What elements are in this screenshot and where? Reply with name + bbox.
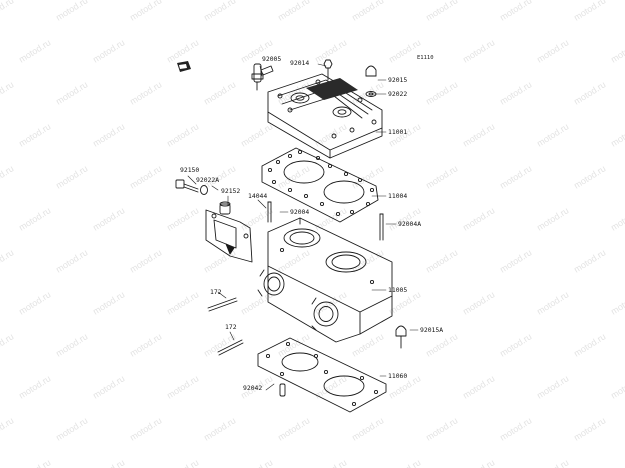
callout-92042[interactable]: 92042 — [243, 384, 263, 392]
cap-nut-92015A — [395, 325, 407, 349]
reference-code: E1110 — [417, 55, 434, 61]
callout-11005[interactable]: 11005 — [388, 286, 408, 294]
callout-92005[interactable]: 92005 — [262, 55, 282, 63]
washer-92022A — [200, 185, 208, 195]
pin-92042 — [279, 383, 286, 397]
stud-92004 — [267, 201, 272, 223]
callout-14044[interactable]: 14044 — [248, 192, 268, 200]
head-gasket-11004 — [261, 147, 379, 223]
callout-92152[interactable]: 92152 — [221, 187, 241, 195]
cylinder-block-11005 — [257, 217, 393, 343]
fitting-92005 — [251, 63, 274, 91]
callout-92015[interactable]: 92015 — [388, 76, 408, 84]
cylinder-head-11001 — [267, 73, 383, 159]
callout-92150[interactable]: 92150 — [180, 166, 200, 174]
stud-172-upper — [207, 297, 238, 312]
callout-92004[interactable]: 92004 — [290, 208, 310, 216]
callout-92015A[interactable]: 92015A — [420, 326, 444, 334]
callout-92014[interactable]: 92014 — [290, 59, 310, 67]
stud-172-lower — [217, 339, 244, 356]
stud-92014 — [323, 59, 333, 81]
base-gasket-11060 — [257, 337, 387, 413]
callout-11060[interactable]: 11060 — [388, 372, 408, 380]
callout-92022[interactable]: 92022 — [388, 90, 408, 98]
leader-lines — [187, 63, 419, 391]
callout-172-lower[interactable]: 172 — [225, 323, 237, 331]
callout-11001[interactable]: 11001 — [388, 128, 408, 136]
stud-92004A — [379, 213, 384, 241]
callout-172-upper[interactable]: 172 — [210, 288, 222, 296]
callout-92004A[interactable]: 92004A — [398, 220, 422, 228]
callout-92022A[interactable]: 92022A — [196, 176, 220, 184]
cap-nut-92015 — [365, 65, 377, 77]
washer-92022 — [365, 91, 377, 97]
collar-92152 — [219, 201, 231, 215]
bolt-92150 — [175, 179, 199, 193]
callout-11004[interactable]: 11004 — [388, 192, 408, 200]
front-direction-icon — [177, 61, 191, 72]
bracket-14044 — [205, 209, 253, 263]
